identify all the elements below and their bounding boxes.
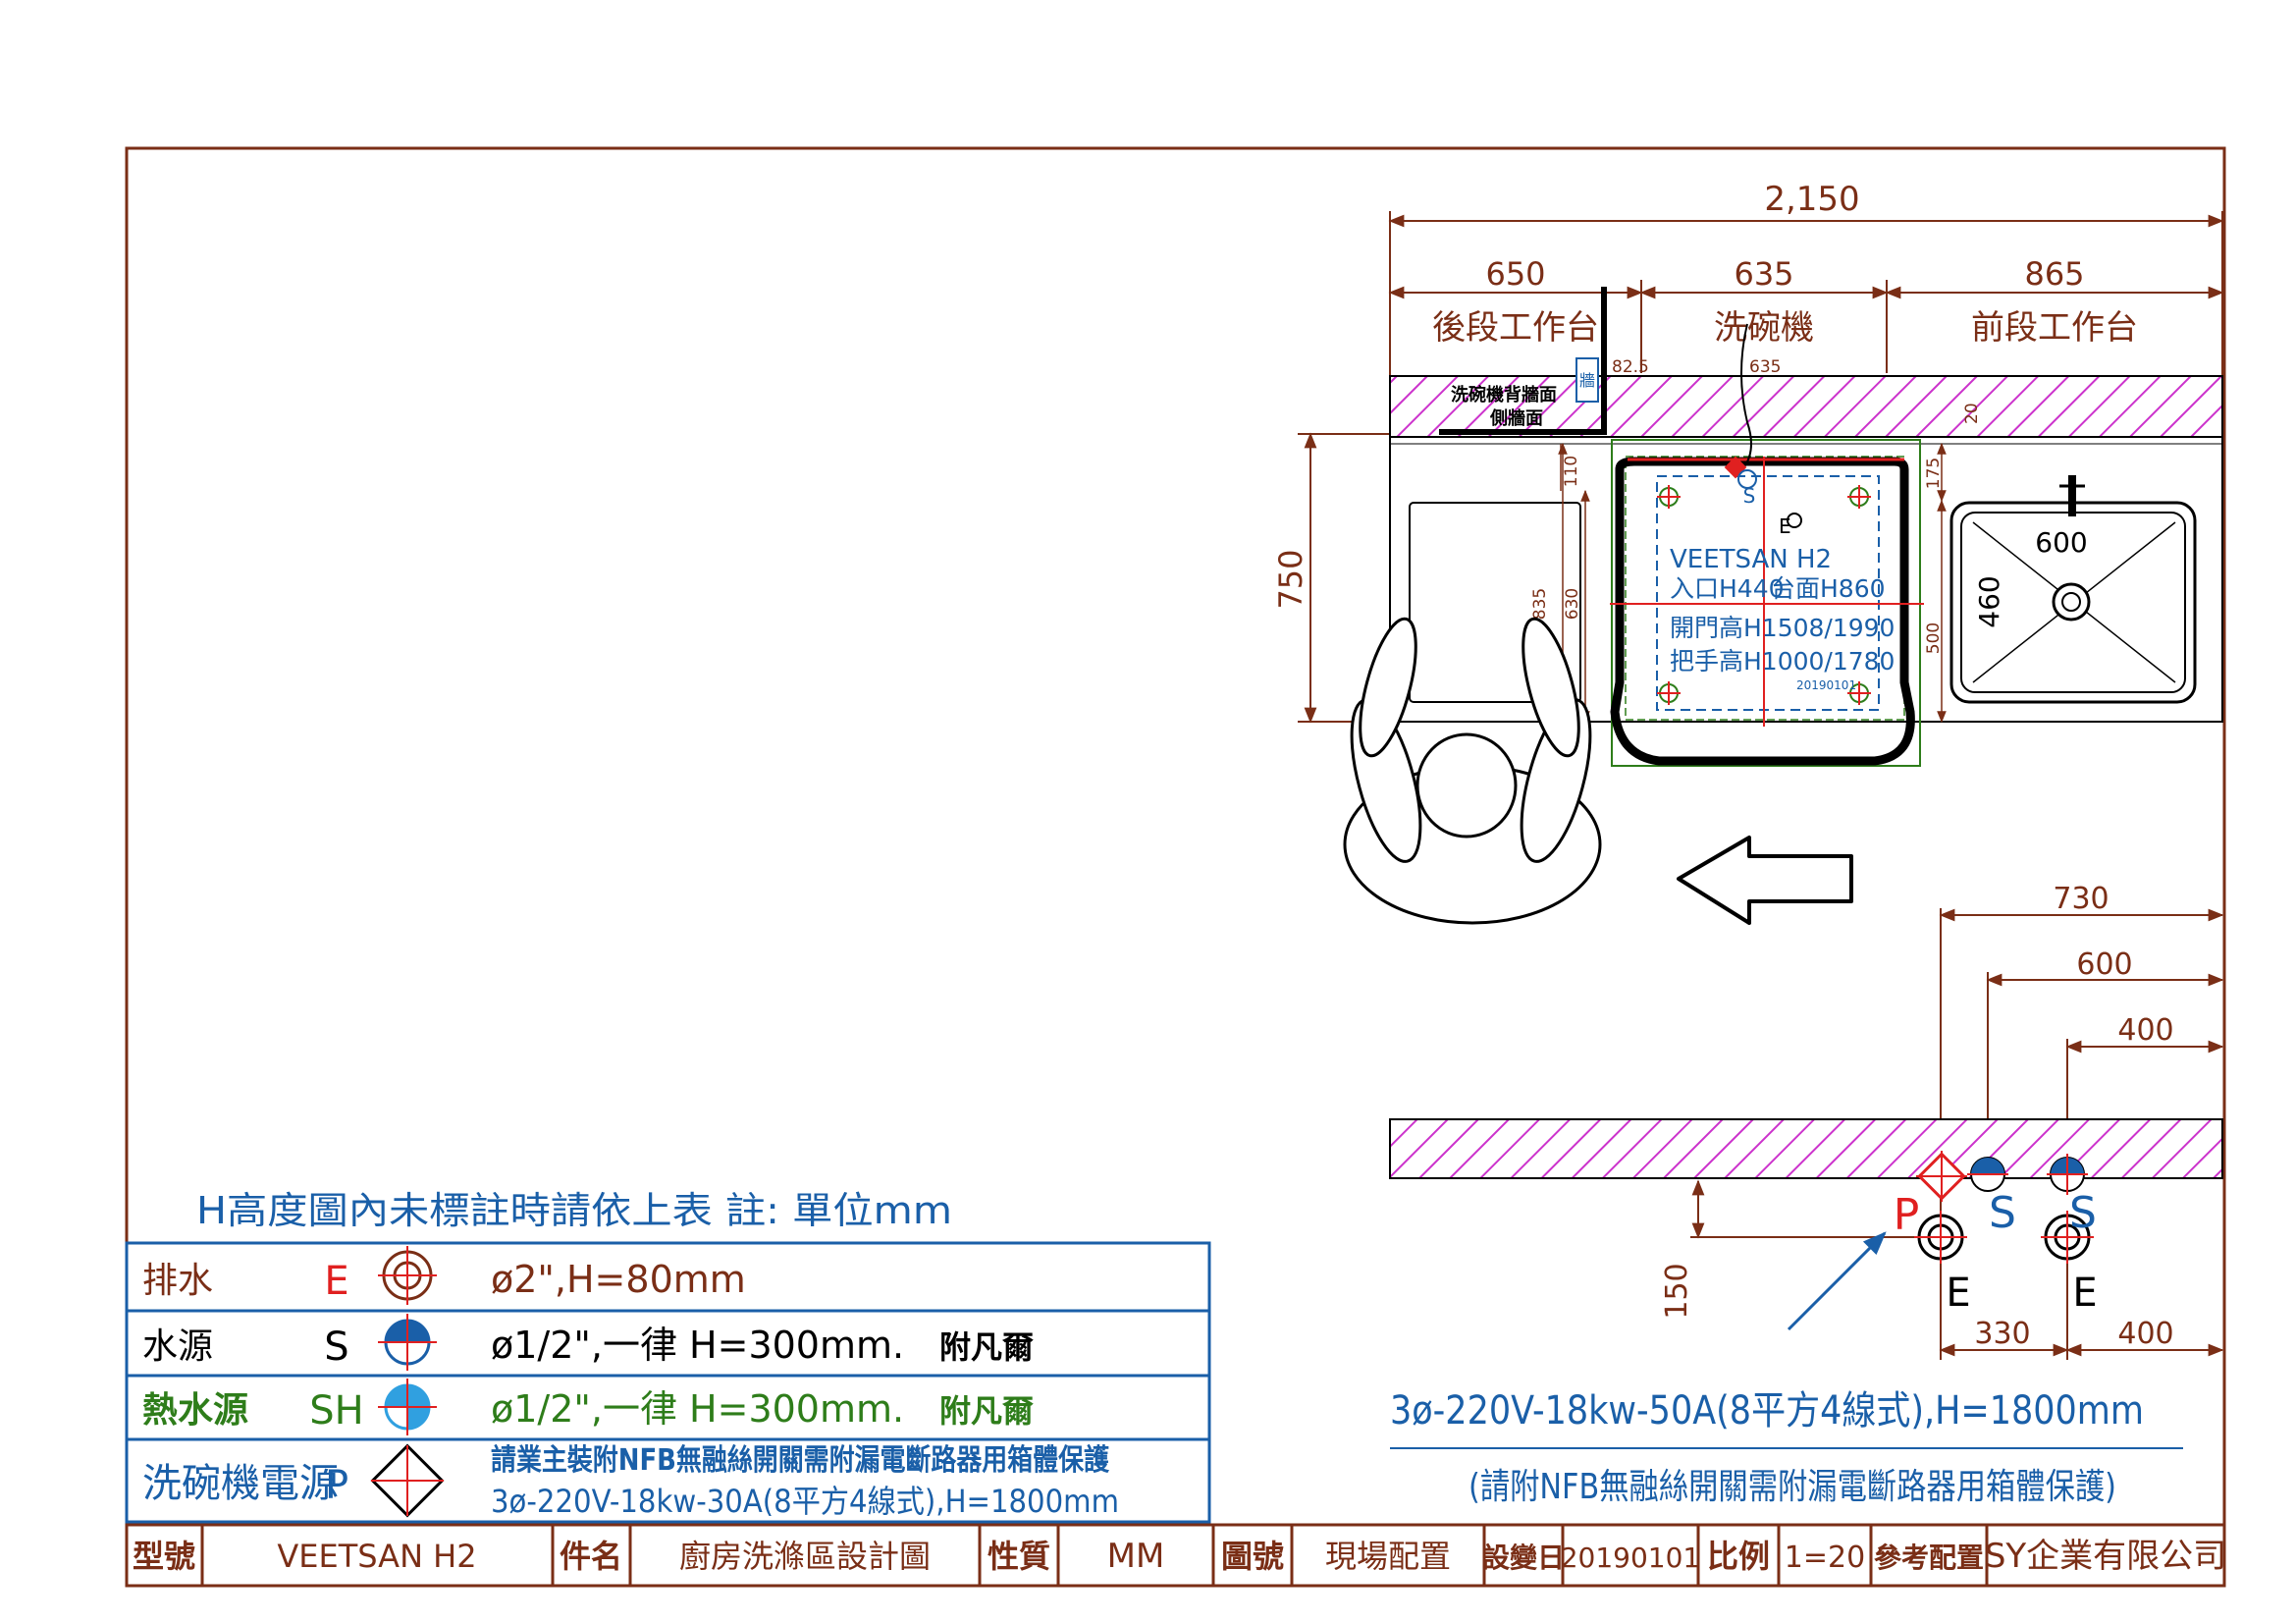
operator-figure <box>1343 617 1602 925</box>
legend-header-note: H高度圖內未標註時請依上表 註: 單位mm <box>196 1189 952 1232</box>
water-label-2: S <box>2069 1188 2097 1238</box>
tb-company: SY企業有限公司 <box>1985 1537 2226 1576</box>
dim-400-bottom: 400 <box>2117 1317 2173 1351</box>
drain-icon-2 <box>2041 1211 2094 1264</box>
zone-front-label: 前段工作台 <box>1971 308 2138 348</box>
dim-mid-segment: 635 <box>1734 255 1793 293</box>
machine-table-height: 台面H860 <box>1771 574 1886 603</box>
dim-600: 600 <box>2076 947 2132 982</box>
water-point-icon <box>1737 469 1757 489</box>
legend-hotwater-name: 熱水源 <box>142 1390 248 1431</box>
wall-top <box>1389 375 2223 438</box>
sheet-frame <box>125 146 2226 1588</box>
legend-hotwater-code: SH <box>309 1388 363 1434</box>
side-wall-note: 側牆面 <box>1489 407 1543 429</box>
machine-handle-height: 把手高H1000/1780 <box>1670 647 1895 676</box>
tb-type-value: MM <box>1107 1537 1165 1576</box>
dim-110: 110 <box>1562 456 1581 487</box>
power-outlet-icon <box>1916 1151 1967 1202</box>
legend-power-name: 洗碗機電源 <box>142 1461 339 1506</box>
wall-tag-box <box>1575 357 1599 403</box>
legend-power-icon <box>370 1443 445 1518</box>
title-block <box>127 1523 2224 1586</box>
power-cable <box>1740 323 1752 470</box>
dim-835: 835 <box>1530 588 1550 620</box>
tb-type-label: 性質 <box>988 1538 1050 1575</box>
dim-400-top: 400 <box>2117 1013 2173 1048</box>
tb-scale-label: 比例 <box>1707 1538 1770 1575</box>
power-label: P <box>1894 1190 1920 1240</box>
legend-table <box>125 1241 1211 1524</box>
dim-500: 500 <box>1924 622 1944 654</box>
legend-power-extra: 3ø-220V-18kw-30A(8平方4線式),H=1800mm <box>491 1483 1119 1520</box>
zone-rear-label: 後段工作台 <box>1432 308 1599 348</box>
dim-left-segment: 650 <box>1485 255 1545 293</box>
tb-drawing-value: 現場配置 <box>1325 1538 1451 1575</box>
dim-175: 175 <box>1924 458 1944 489</box>
machine-inlet-height: 入口H440 <box>1670 574 1785 603</box>
power-spec-main: 3ø-220V-18kw-50A(8平方4線式),H=1800mm <box>1390 1388 2144 1434</box>
legend-drain-name: 排水 <box>142 1261 213 1301</box>
legend-power-spec: 請業主裝附NFB無融絲開關需附漏電斷路器用箱體保護 <box>491 1443 1110 1478</box>
sink-width: 600 <box>2035 526 2087 559</box>
tb-date-label: 設變日 <box>1482 1542 1565 1574</box>
power-leader-arrow <box>1787 1231 1887 1331</box>
sink-depth: 460 <box>1973 575 2005 627</box>
water-supply-icon-2 <box>2047 1154 2088 1195</box>
dim-20: 20 <box>1962 403 1982 424</box>
machine-s-label: S <box>1743 484 1756 508</box>
dim-82-5: 82.5 <box>1612 357 1649 377</box>
tb-scale-value: 1=20 <box>1785 1541 1865 1575</box>
drain-label-1: E <box>1946 1271 1970 1316</box>
legend-water-spec: ø1/2",一律 H=300mm. <box>491 1324 904 1367</box>
drain-point-icon <box>1787 513 1802 528</box>
flow-direction-arrow <box>1677 836 1853 925</box>
dim-630: 630 <box>1563 588 1582 620</box>
legend-drain-icon <box>378 1246 437 1305</box>
tb-item-label: 件名 <box>560 1538 622 1575</box>
dim-depth: 750 <box>1272 549 1309 609</box>
dim-small-635: 635 <box>1749 357 1781 377</box>
wall-bottom <box>1389 1118 2223 1179</box>
drain-icon-1 <box>1914 1211 1967 1264</box>
back-wall-note: 洗碗機背牆面 <box>1451 384 1557 406</box>
machine-door-height: 開門高H1508/1990 <box>1670 614 1895 642</box>
legend-drain-spec: ø2",H=80mm <box>491 1258 746 1301</box>
water-supply-icon-1 <box>1967 1157 2008 1192</box>
legend-power-code: P <box>325 1463 348 1508</box>
legend-water-extra: 附凡爾 <box>939 1328 1034 1366</box>
tb-item-value: 廚房洗滌區設計圖 <box>679 1538 931 1575</box>
water-label-1: S <box>1989 1188 2016 1238</box>
tb-model-value: VEETSAN H2 <box>277 1538 476 1575</box>
drain-label-2: E <box>2072 1271 2097 1316</box>
machine-inner-dimensions <box>1558 442 1947 730</box>
counter-plan <box>1389 436 2223 767</box>
dim-730: 730 <box>2053 882 2109 916</box>
legend-drain-code: E <box>324 1259 348 1304</box>
tb-drawing-label: 圖號 <box>1221 1538 1284 1575</box>
tb-date-value: 20190101 <box>1561 1542 1701 1574</box>
tb-model-label: 型號 <box>133 1538 195 1575</box>
zone-mid-label: 洗碗機 <box>1714 308 1814 348</box>
legend-water-name: 水源 <box>142 1326 213 1367</box>
legend-hotwater-spec: ø1/2",一律 H=300mm. <box>491 1387 904 1431</box>
dim-150: 150 <box>1660 1263 1694 1319</box>
dim-total: 2,150 <box>1764 180 1859 219</box>
tb-ref-label: 參考配置 <box>1874 1542 1984 1574</box>
power-spec-note: (請附NFB無融絲開關需附漏電斷路器用箱體保護) <box>1468 1467 2116 1507</box>
legend-hotwater-icon <box>378 1379 437 1435</box>
machine-centerlines <box>1610 457 1924 727</box>
wall-tag: 牆 <box>1579 371 1595 390</box>
dim-330: 330 <box>1974 1317 2030 1351</box>
machine-model: VEETSAN H2 <box>1670 545 1832 574</box>
partition-wall <box>1439 287 1607 435</box>
legend-water-code: S <box>324 1325 348 1370</box>
legend-water-icon <box>378 1314 437 1371</box>
legend-hotwater-extra: 附凡爾 <box>939 1392 1034 1430</box>
dim-right-segment: 865 <box>2024 255 2084 293</box>
machine-code: 20190101 <box>1796 678 1856 692</box>
